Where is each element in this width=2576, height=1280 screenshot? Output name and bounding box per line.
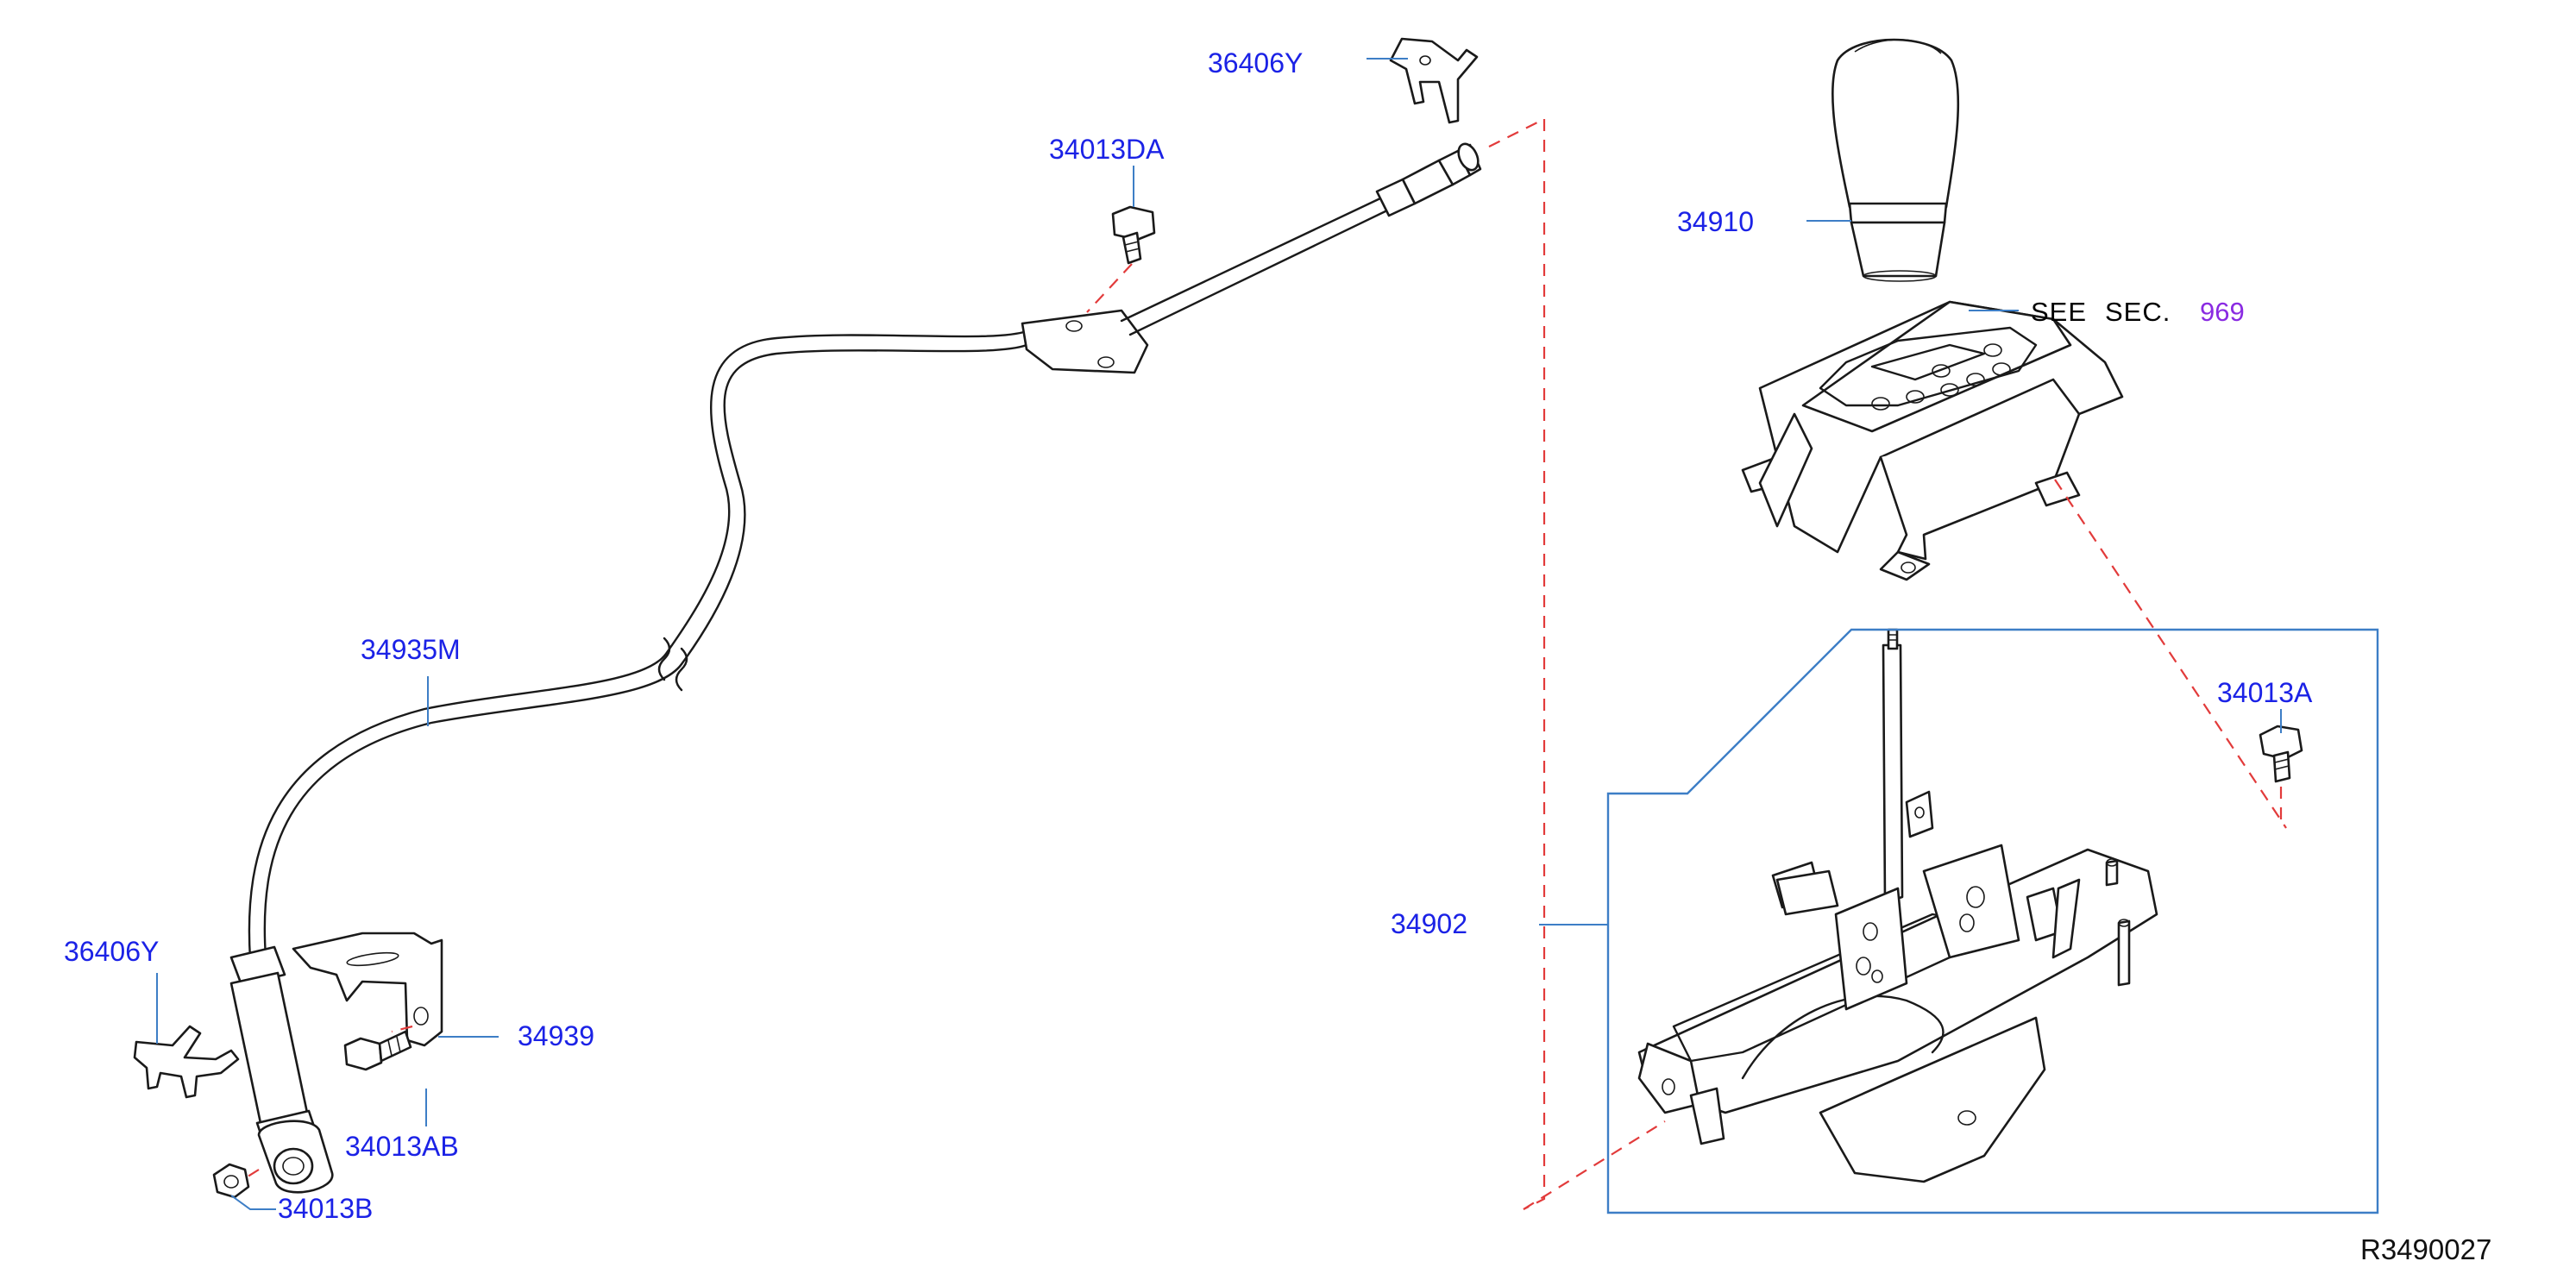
label-nut-34013b: 34013B — [278, 1193, 373, 1224]
nut-34013b — [212, 1163, 250, 1199]
shift-knob — [1831, 38, 1960, 282]
console-finisher — [1741, 300, 2124, 581]
assembly-frame — [1606, 628, 2379, 1214]
shifter-assembly — [1637, 628, 2158, 1183]
label-shifter: 34902 — [1391, 908, 1467, 939]
bolt-34013da — [1111, 205, 1156, 265]
part-labels: 36406Y 34013DA 34910 SEE SEC. 969 34935M… — [64, 47, 2313, 1224]
label-bolt-34013a: 34013A — [2217, 677, 2313, 708]
shift-cable — [229, 142, 1482, 1194]
bolt-34013a — [2259, 725, 2303, 783]
lock-clip-top — [1389, 37, 1479, 124]
label-cable: 34935M — [361, 634, 461, 665]
label-sec: SEC. — [2105, 297, 2171, 327]
bolt-34013ab — [343, 1030, 412, 1071]
drawing-code: R3490027 — [2360, 1233, 2491, 1265]
label-see: SEE — [2031, 297, 2087, 327]
assembly-guides — [244, 118, 2287, 1210]
label-bracket: 34939 — [518, 1020, 594, 1051]
bracket-34939 — [292, 932, 443, 1047]
label-sec-ref: 969 — [2200, 297, 2245, 327]
lock-clip-left — [133, 1025, 240, 1099]
leader-lines — [156, 58, 2282, 1210]
label-clip-top: 36406Y — [1208, 47, 1303, 78]
label-bolt-34013da: 34013DA — [1049, 134, 1165, 165]
label-bolt-34013ab: 34013AB — [345, 1131, 459, 1162]
label-knob: 34910 — [1677, 206, 1754, 237]
label-clip-left: 36406Y — [64, 936, 159, 967]
